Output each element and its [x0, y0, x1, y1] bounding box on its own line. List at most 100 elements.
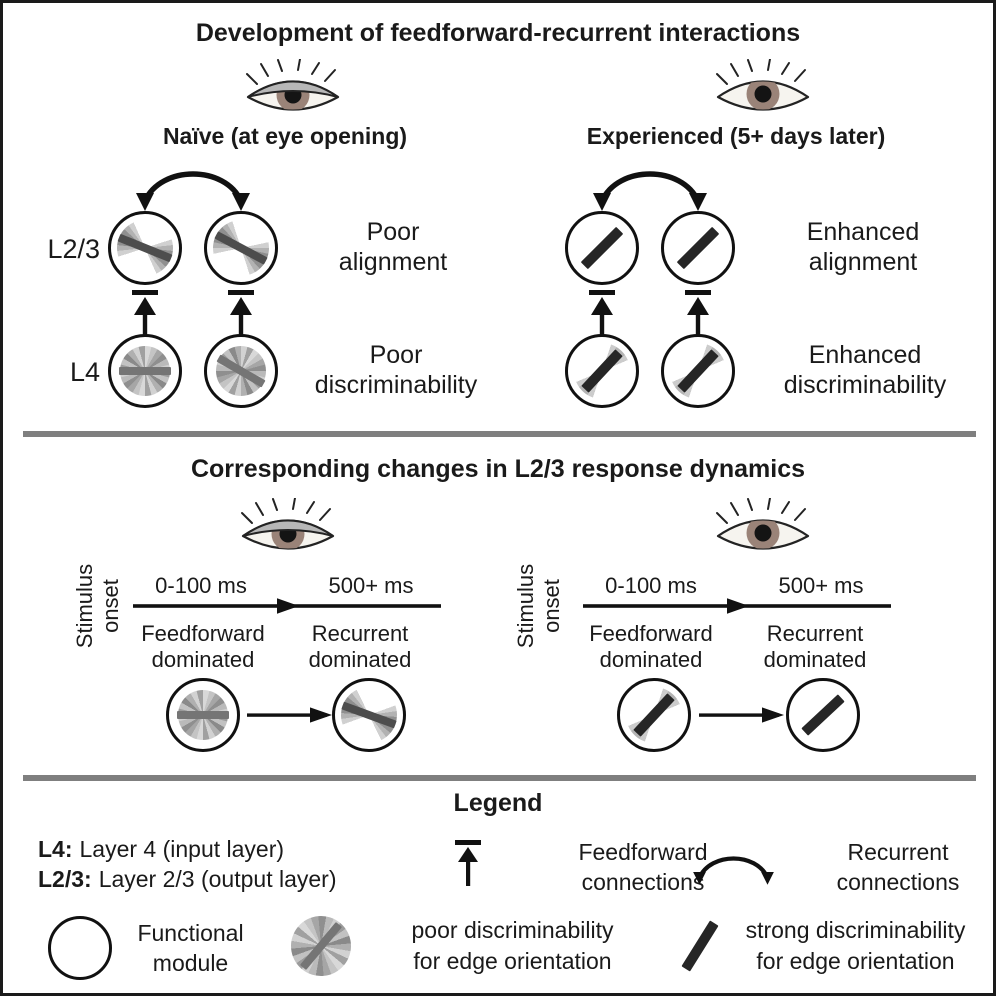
term-l4: L4:	[38, 836, 73, 862]
timeline-arrow-icon	[133, 597, 441, 615]
recurrent-dominated-label: Recurrent dominated	[745, 621, 885, 673]
experienced-heading: Experienced (5+ days later)	[586, 123, 886, 149]
late-window-label: 500+ ms	[778, 573, 864, 598]
recurrent-connection-icon	[590, 161, 710, 211]
label-line: connections	[836, 869, 960, 895]
label-line: dominated	[763, 647, 867, 672]
open-eye-icon	[715, 498, 811, 564]
functional-module	[203, 210, 279, 286]
note-line: discriminability	[314, 371, 478, 399]
stimulus-onset-label: Stimulus onset	[513, 551, 565, 661]
stimulus-onset-label: Stimulus onset	[72, 551, 124, 661]
functional-module	[786, 678, 860, 752]
naive-heading: Naïve (at eye opening)	[162, 123, 408, 149]
label-line: Recurrent	[847, 839, 949, 865]
label-line: Feedforward	[141, 621, 265, 646]
functional-module	[614, 675, 694, 755]
feedforward-connection-icon	[226, 290, 256, 348]
note-line: alignment	[338, 248, 448, 276]
functional-module	[661, 211, 735, 285]
orientation-bar-icon	[658, 208, 737, 287]
timeline-arrow-icon	[583, 597, 891, 615]
transition-arrow-icon	[699, 706, 784, 724]
panel-dynamics-title: Corresponding changes in L2/3 response d…	[190, 455, 806, 483]
label-line: strong discriminability	[745, 917, 966, 943]
label-line: Functional	[137, 920, 244, 946]
definition-text: Layer 4 (input layer)	[79, 836, 285, 862]
label-line: for edge orientation	[756, 948, 955, 974]
feedforward-connection-icon	[453, 840, 483, 886]
functional-module	[658, 331, 738, 411]
feedforward-connection-icon	[683, 290, 713, 348]
recurrent-connection-icon	[691, 848, 776, 886]
orientation-bowtie-icon	[658, 331, 738, 411]
label-line: Recurrent	[311, 621, 409, 646]
legend-functional-module-label: Functional module	[123, 918, 258, 978]
functional-module	[204, 334, 278, 408]
naive-alignment-note: Poor alignment	[303, 217, 483, 277]
functional-module	[565, 211, 639, 285]
poor-discriminability-icon	[278, 903, 364, 989]
legend-l4-definition: L4:Layer 4 (input layer)	[38, 836, 284, 863]
functional-module-icon	[48, 916, 112, 980]
naive-discriminability-note: Poor discriminability	[286, 340, 506, 400]
legend-feedforward-label: Feedforward connections	[568, 837, 718, 897]
early-window-label: 0-100 ms	[155, 573, 247, 598]
orientation-bowtie-icon	[333, 679, 405, 751]
orientation-bowtie-icon	[614, 675, 694, 755]
label-line: Feedforward	[578, 839, 708, 865]
feedforward-dominated-label: Feedforward dominated	[581, 621, 721, 673]
experienced-alignment-note: Enhanced alignment	[753, 217, 973, 277]
transition-arrow-icon	[247, 706, 332, 724]
recurrent-dominated-label: Recurrent dominated	[290, 621, 430, 673]
layer-label-l4: L4	[69, 357, 100, 387]
orientation-bowtie-icon	[562, 331, 642, 411]
term-l23: L2/3:	[38, 866, 92, 892]
legend-recurrent-label: Recurrent connections	[808, 837, 988, 897]
half-open-eye-icon	[240, 498, 336, 564]
label-line: dominated	[308, 647, 412, 672]
label-line: dominated	[151, 647, 255, 672]
note-line: Poor	[369, 341, 423, 369]
label-line: Feedforward	[589, 621, 713, 646]
orientation-pinwheel-icon	[203, 333, 279, 409]
layer-label-l23: L2/3	[47, 234, 100, 264]
orientation-bowtie-icon	[108, 211, 182, 285]
legend-poor-discriminability-label: poor discriminability for edge orientati…	[365, 915, 660, 977]
panel-development-title: Development of feedforward-recurrent int…	[195, 19, 801, 47]
early-window-label: 0-100 ms	[605, 573, 697, 598]
label-line: Recurrent	[766, 621, 864, 646]
functional-module	[332, 678, 406, 752]
orientation-pinwheel-icon	[175, 687, 231, 743]
panel-divider	[23, 775, 976, 781]
feedforward-dominated-label: Feedforward dominated	[133, 621, 273, 673]
orientation-pinwheel-icon	[117, 343, 173, 399]
note-line: Enhanced	[806, 218, 920, 246]
functional-module	[562, 331, 642, 411]
half-open-eye-icon	[245, 59, 341, 125]
experienced-discriminability-note: Enhanced discriminability	[753, 340, 977, 400]
late-window-label: 500+ ms	[328, 573, 414, 598]
functional-module	[108, 211, 182, 285]
functional-module	[166, 678, 240, 752]
label-line: for edge orientation	[413, 948, 612, 974]
orientation-bowtie-icon	[203, 210, 279, 286]
recurrent-connection-icon	[133, 161, 253, 211]
note-line: discriminability	[783, 371, 947, 399]
label-line: connections	[581, 869, 705, 895]
definition-text: Layer 2/3 (output layer)	[98, 866, 337, 892]
orientation-bar-icon	[562, 208, 641, 287]
label-line: onset	[539, 579, 564, 633]
note-line: alignment	[808, 248, 918, 276]
label-line: Stimulus	[72, 563, 97, 649]
open-eye-icon	[715, 59, 811, 125]
note-line: Enhanced	[808, 341, 922, 369]
label-line: module	[152, 950, 229, 976]
label-line: dominated	[599, 647, 703, 672]
legend-title: Legend	[453, 789, 543, 817]
label-line: onset	[98, 579, 123, 633]
label-line: poor discriminability	[411, 917, 614, 943]
functional-module	[108, 334, 182, 408]
feedforward-connection-icon	[130, 290, 160, 348]
